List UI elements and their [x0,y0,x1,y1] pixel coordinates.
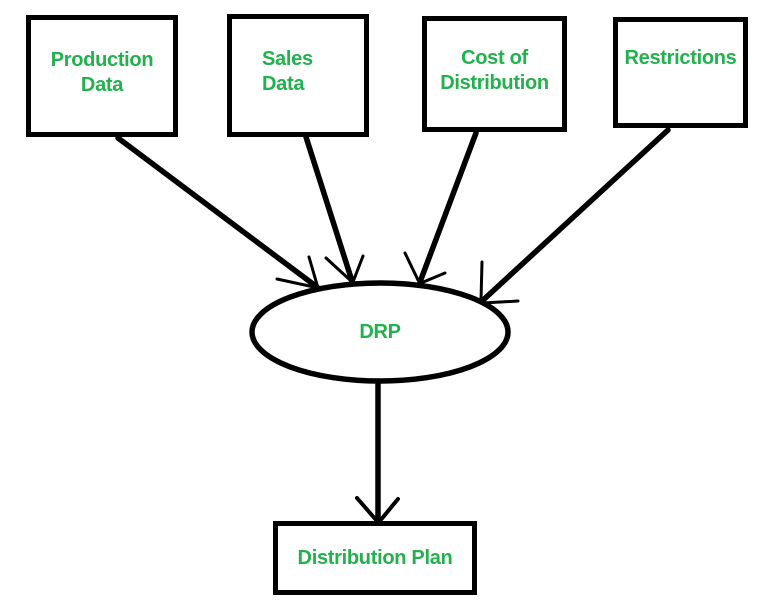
arrow-cost-to-drp [403,130,479,285]
node-label-line: Restrictions [624,47,737,69]
arrow-production-to-drp [115,135,320,290]
arrow-sales-to-drp [303,134,365,284]
node-sales-data: Sales Data [227,14,369,137]
node-production-data: Production Data [26,15,178,137]
node-drp-label: DRP [359,320,401,343]
node-label-line: Sales [262,48,313,70]
node-label-line: Data [80,74,124,96]
node-cost-of-distribution: Cost of Distribution [422,16,567,132]
arrow-drp-to-plan [355,378,400,531]
node-distribution-plan: Distribution Plan [273,521,477,595]
node-restrictions: Restrictions [613,17,748,128]
node-label-line: Distribution [440,72,549,94]
node-label-line: Production [50,49,154,71]
node-label-line: Data [262,73,305,95]
node-label-line: Distribution Plan [297,546,453,569]
arrow-restrictions-to-drp [478,127,671,305]
node-label-line: Cost of [461,47,528,69]
